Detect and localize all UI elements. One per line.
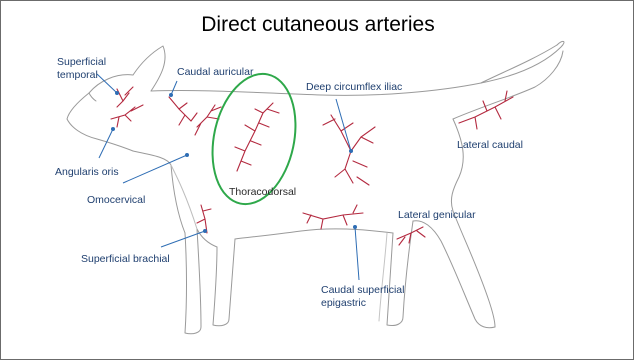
label-deep-circumflex-iliac: Deep circumflex iliac [306,81,402,94]
label-omocervical: Omocervical [87,194,145,207]
label-caudal-superficial-epigastric: Caudal superficial epigastric [321,284,404,310]
label-superficial-brachial: Superficial brachial [81,253,170,266]
arrow-heads [111,91,357,233]
label-lateral-caudal: Lateral caudal [457,139,523,152]
label-superficial-temporal: Superficial temporal [57,56,106,82]
pointer-arrows [97,74,359,280]
label-caudal-auricular: Caudal auricular [177,66,253,79]
label-angularis-oris: Angularis oris [55,166,119,179]
label-thoracodorsal: Thoracodorsal [229,186,296,199]
label-lateral-genicular: Lateral genicular [398,209,476,222]
